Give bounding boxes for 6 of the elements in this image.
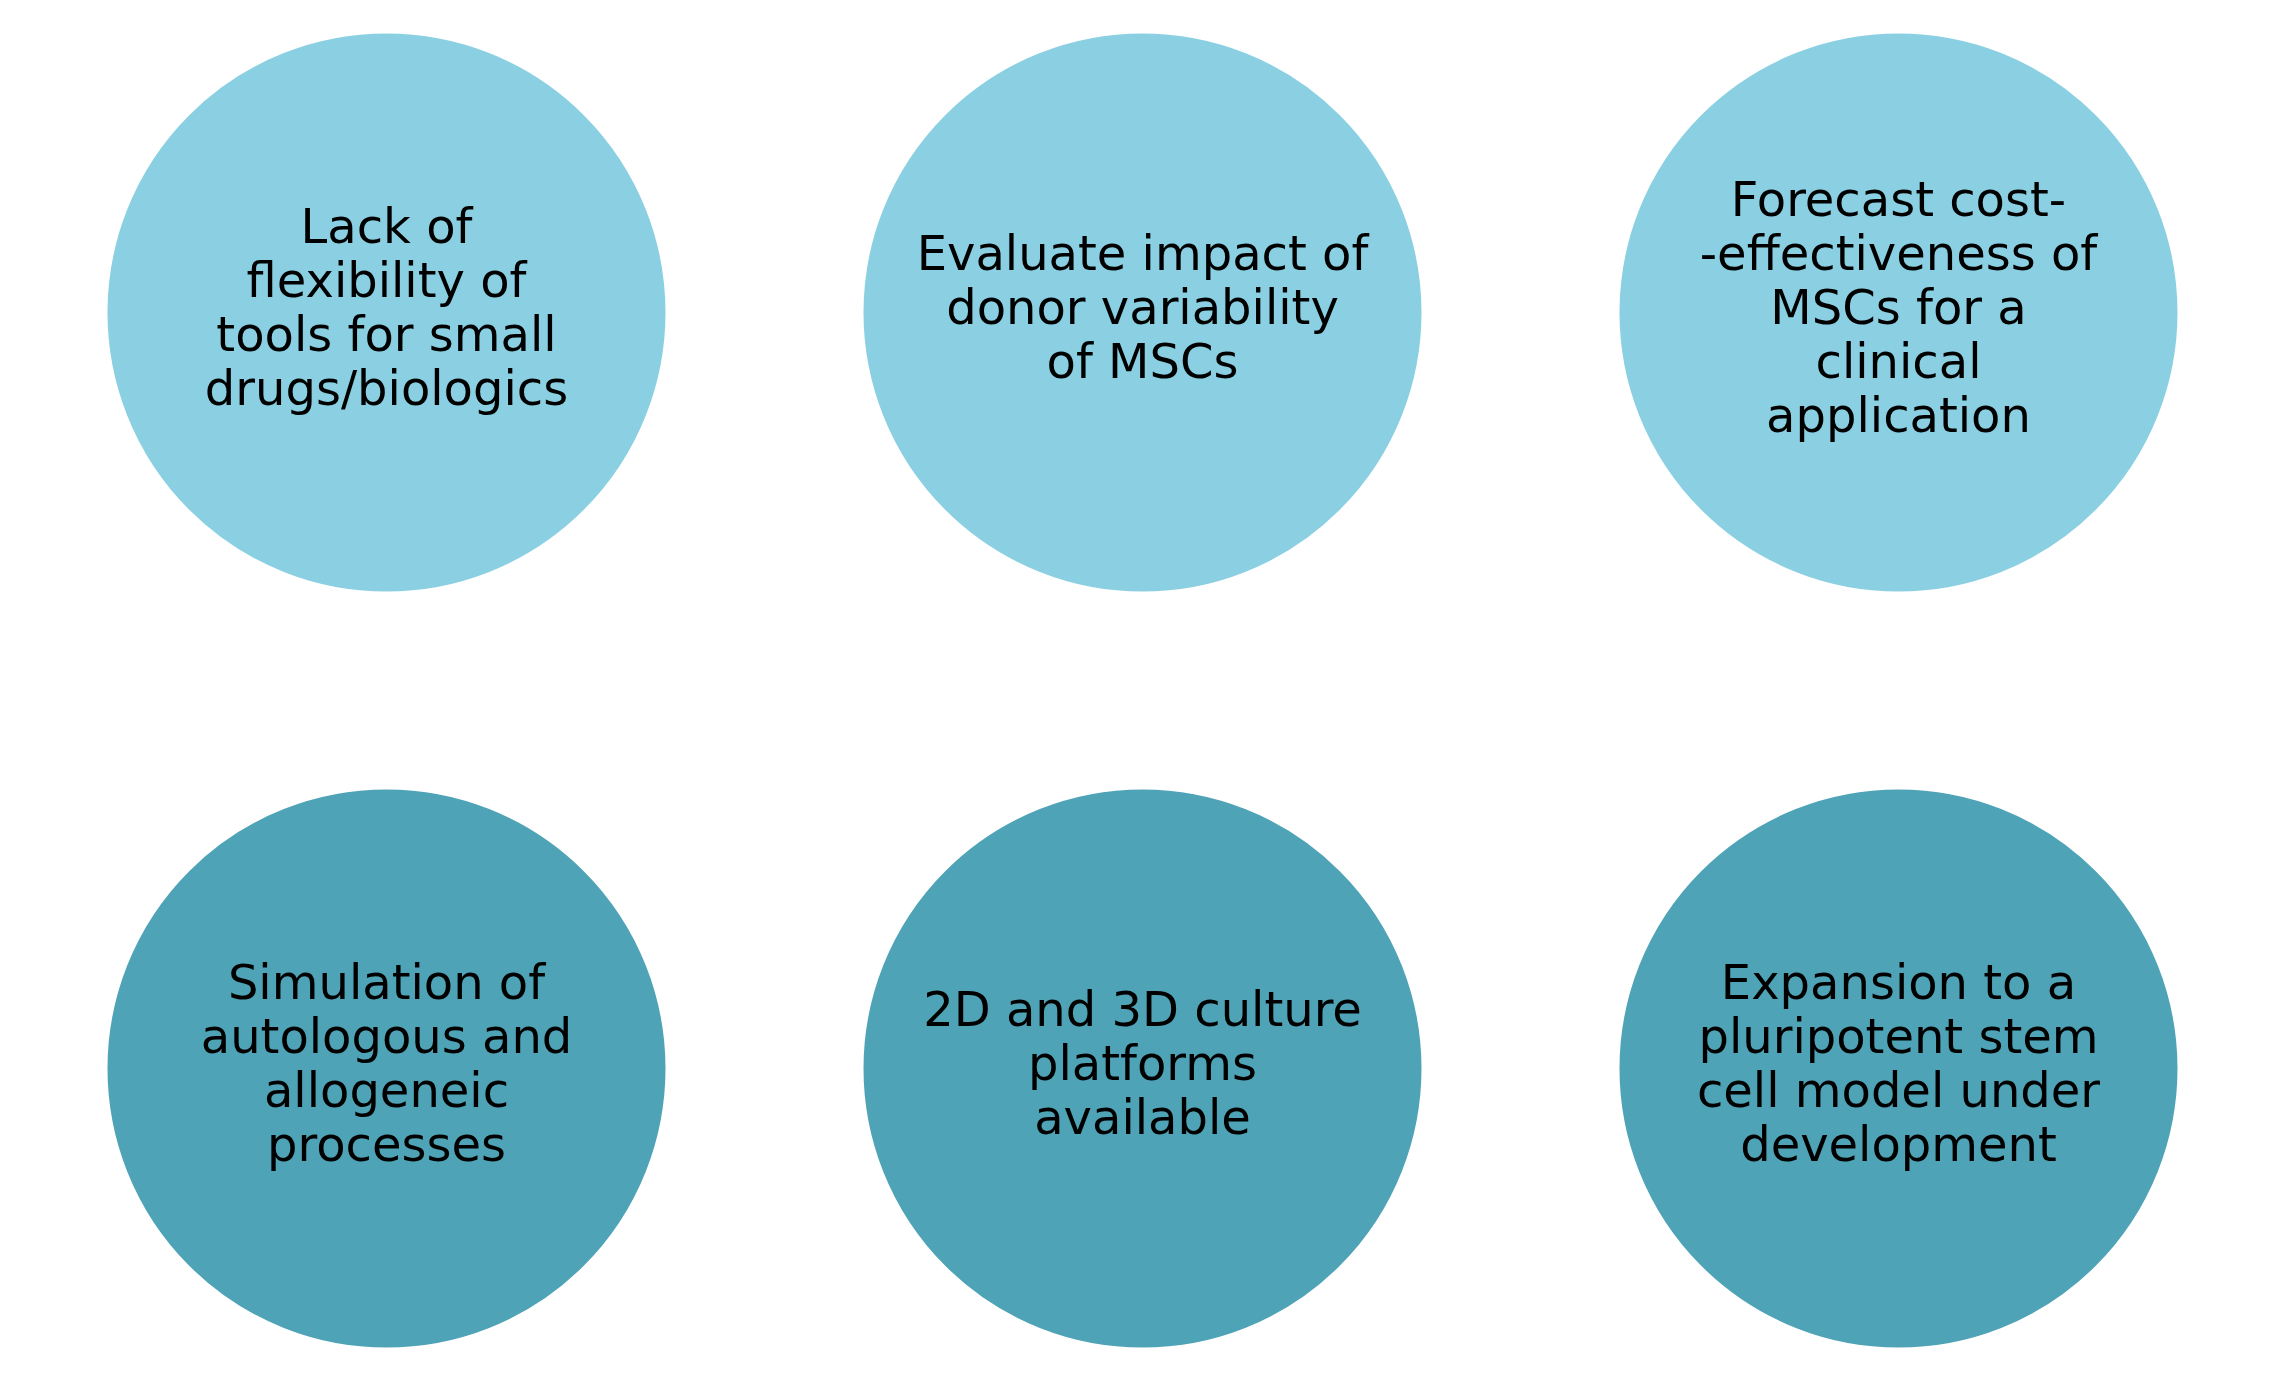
node-circle: Expansion to a pluripotent stem cell model under development <box>1616 786 2180 1351</box>
node-circle: Evaluate impact of donor variability of MSCs <box>860 30 1424 595</box>
node-circle: Forecast cost- -effectiveness of MSCs for a clinical application <box>1616 30 2180 595</box>
node-circle: Simulation of autologous and allogeneic processes <box>104 786 668 1351</box>
node-circle: Lack of flexibility of tools for small drugs/biologics <box>104 30 668 595</box>
node-circle: 2D and 3D culture platforms available <box>860 786 1424 1351</box>
